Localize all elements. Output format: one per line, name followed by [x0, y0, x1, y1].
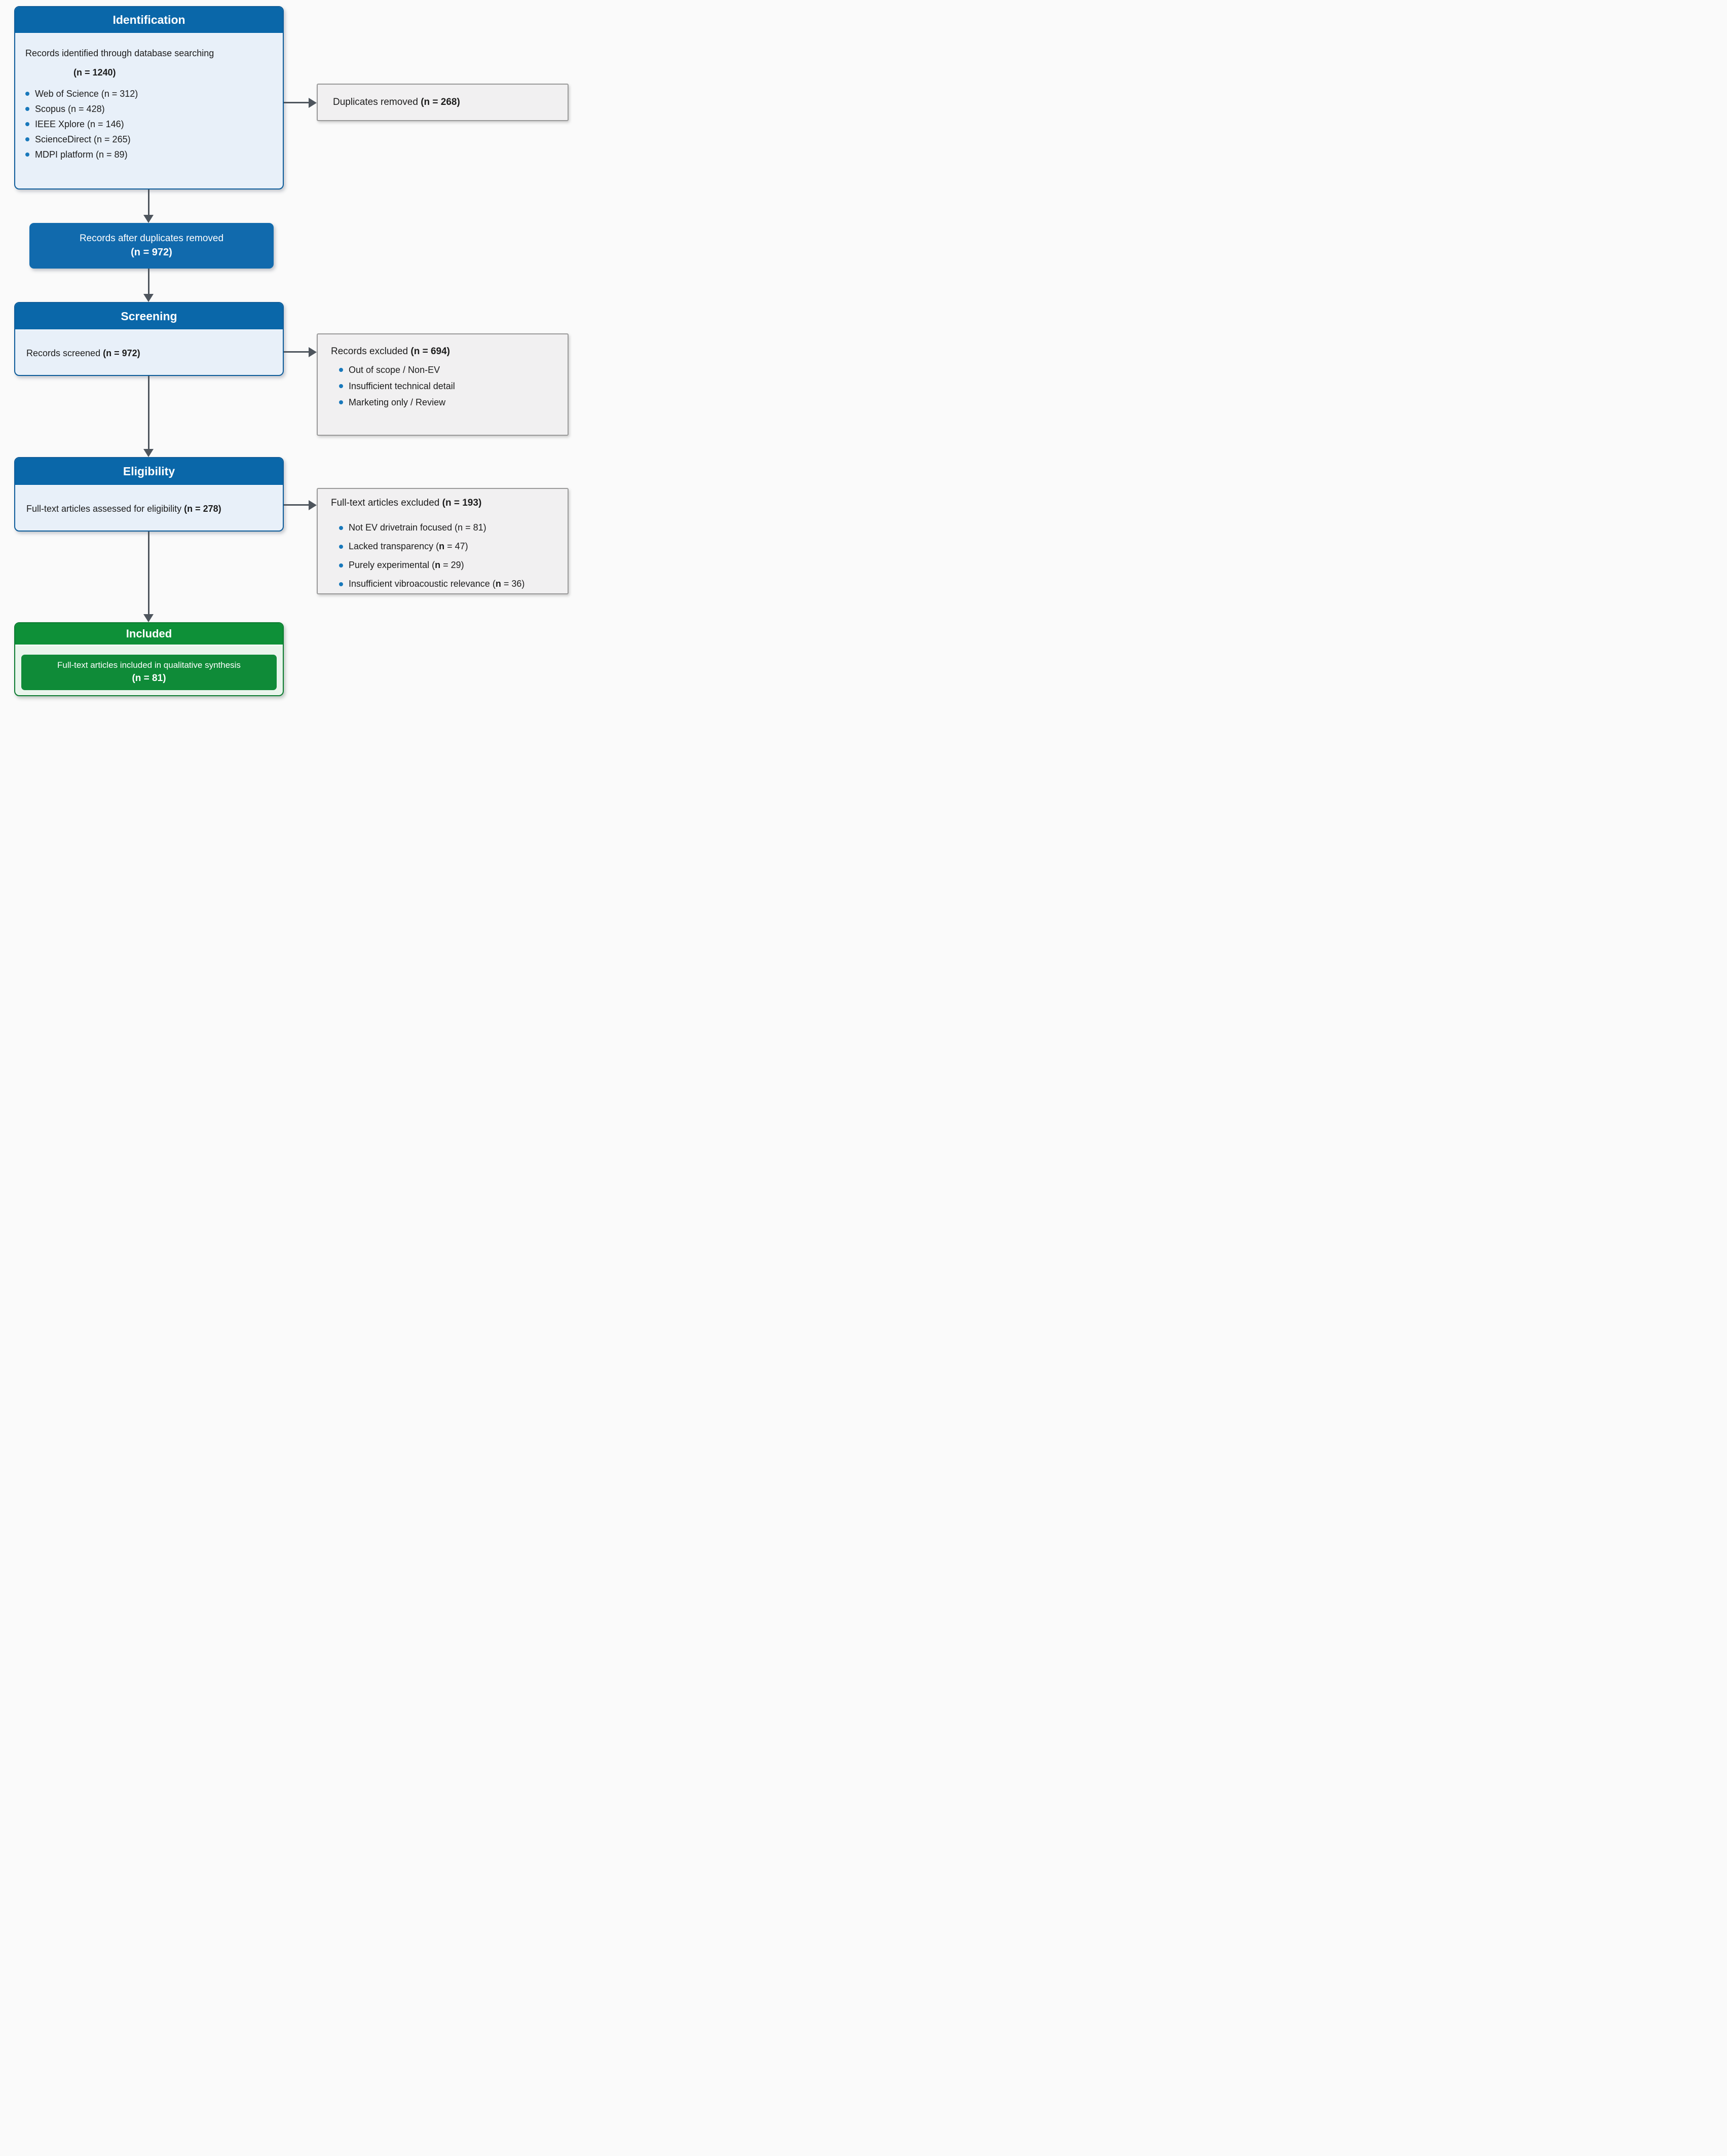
database-item-label: MDPI platform (n = 89): [35, 149, 128, 160]
bullet-icon: [25, 153, 29, 157]
list-item: Out of scope / Non-EV: [339, 362, 568, 378]
fulltext-excluded-count: (n = 193): [442, 498, 482, 508]
exclusion-reason-label: Purely experimental (n = 29): [349, 560, 464, 571]
list-item: Insufficient technical detail: [339, 378, 568, 394]
duplicates-removed-box: Duplicates removed (n = 268): [317, 84, 569, 121]
prisma-flow-diagram: Identification Records identified throug…: [0, 0, 576, 718]
after-duplicates-text: Records after duplicates removed: [79, 233, 224, 244]
records-excluded-label: Records excluded (n = 694): [318, 334, 568, 359]
list-item: Marketing only / Review: [339, 394, 568, 410]
after-duplicates-box: Records after duplicates removed (n = 97…: [29, 223, 274, 269]
exclusion-reason-label: Not EV drivetrain focused (n = 81): [349, 522, 486, 533]
arrow-screening-to-eligibility: [148, 376, 149, 449]
list-item: Web of Science (n = 312): [25, 86, 283, 101]
included-text: Full-text articles included in qualitati…: [57, 660, 241, 670]
reason-bold: n: [439, 541, 445, 551]
included-inner-box: Full-text articles included in qualitati…: [21, 655, 277, 690]
database-item-label: Scopus (n = 428): [35, 103, 105, 114]
exclusion-reason-label: Lacked transparency (n = 47): [349, 541, 468, 552]
bullet-icon: [339, 525, 343, 530]
bullet-icon: [339, 384, 343, 388]
bullet-icon: [25, 92, 29, 96]
list-item: Scopus (n = 428): [25, 101, 283, 117]
list-item: Lacked transparency (n = 47): [339, 537, 568, 556]
reason-text: Insufficient vibroacoustic relevance (: [349, 579, 496, 589]
reason-text: Lacked transparency (: [349, 541, 439, 551]
bullet-icon: [339, 368, 343, 372]
arrow-identification-to-afterduplicates: [148, 190, 149, 215]
eligibility-box: Eligibility Full-text articles assessed …: [14, 457, 284, 532]
duplicates-removed-count: (n = 268): [421, 97, 460, 107]
included-box: Included Full-text articles included in …: [14, 622, 284, 696]
bullet-icon: [25, 122, 29, 126]
records-screened-label: Records screened (n = 972): [15, 330, 283, 375]
bullet-icon: [339, 544, 343, 549]
list-item: MDPI platform (n = 89): [25, 147, 283, 162]
fulltext-assessed-label: Full-text articles assessed for eligibil…: [15, 486, 283, 531]
identification-box: Identification Records identified throug…: [14, 6, 284, 190]
arrowhead-right-icon: [309, 500, 317, 510]
database-item-label: ScienceDirect (n = 265): [35, 134, 131, 144]
records-excluded-text: Records excluded: [331, 346, 411, 357]
records-identified-line: Records identified through database sear…: [25, 48, 214, 58]
arrow-identification-to-duplicates: [284, 102, 309, 103]
records-identified-text: Records identified through database sear…: [15, 34, 283, 83]
records-excluded-box: Records excluded (n = 694) Out of scope …: [317, 333, 569, 436]
arrow-screening-to-excluded: [284, 351, 309, 353]
arrow-eligibility-to-included: [148, 532, 149, 614]
records-excluded-count: (n = 694): [410, 346, 450, 357]
arrowhead-down-icon: [143, 215, 154, 223]
included-count: (n = 81): [132, 673, 166, 684]
bullet-icon: [339, 400, 343, 404]
bullet-icon: [25, 137, 29, 141]
included-header: Included: [15, 623, 283, 646]
records-screened-count: (n = 972): [103, 348, 140, 358]
database-item-label: Web of Science (n = 312): [35, 88, 138, 99]
eligibility-header: Eligibility: [15, 458, 283, 486]
duplicates-removed-label: Duplicates removed (n = 268): [333, 97, 460, 108]
reason-bold: n: [435, 560, 441, 570]
arrowhead-down-icon: [143, 449, 154, 457]
screening-header: Screening: [15, 303, 283, 330]
exclusion-reason-list: Out of scope / Non-EV Insufficient techn…: [318, 362, 568, 410]
exclusion-reason-label: Insufficient technical detail: [349, 381, 455, 391]
reason-tail: = 36): [501, 579, 525, 589]
arrow-eligibility-to-fulltextexcluded: [284, 504, 309, 506]
after-duplicates-count: (n = 972): [131, 247, 172, 258]
arrowhead-right-icon: [309, 98, 317, 108]
arrow-afterduplicates-to-screening: [148, 269, 149, 294]
fulltext-excluded-text: Full-text articles excluded: [331, 498, 442, 508]
database-item-label: IEEE Xplore (n = 146): [35, 119, 124, 129]
reason-text: Not EV drivetrain focused (n = 81): [349, 522, 486, 533]
identification-header: Identification: [15, 7, 283, 34]
bullet-icon: [339, 582, 343, 586]
list-item: IEEE Xplore (n = 146): [25, 117, 283, 132]
list-item: Not EV drivetrain focused (n = 81): [339, 518, 568, 537]
fulltext-assessed-count: (n = 278): [184, 503, 221, 514]
bullet-icon: [25, 107, 29, 111]
reason-text: Purely experimental (: [349, 560, 435, 570]
arrowhead-right-icon: [309, 347, 317, 357]
records-identified-count: (n = 1240): [73, 67, 116, 78]
list-item: ScienceDirect (n = 265): [25, 132, 283, 147]
list-item: Insufficient vibroacoustic relevance (n …: [339, 575, 568, 593]
reason-bold: n: [495, 579, 501, 589]
exclusion-reason-label: Marketing only / Review: [349, 397, 446, 407]
reason-tail: = 47): [444, 541, 468, 551]
arrowhead-down-icon: [143, 614, 154, 622]
records-screened-text: Records screened: [26, 348, 103, 358]
database-list: Web of Science (n = 312) Scopus (n = 428…: [15, 86, 283, 162]
fulltext-excluded-box: Full-text articles excluded (n = 193) No…: [317, 488, 569, 594]
exclusion-reason-label: Out of scope / Non-EV: [349, 364, 440, 375]
duplicates-removed-text: Duplicates removed: [333, 97, 421, 107]
screening-box: Screening Records screened (n = 972): [14, 302, 284, 376]
exclusion-reason-label: Insufficient vibroacoustic relevance (n …: [349, 579, 524, 589]
arrowhead-down-icon: [143, 294, 154, 302]
list-item: Purely experimental (n = 29): [339, 556, 568, 575]
fulltext-excluded-label: Full-text articles excluded (n = 193): [318, 489, 568, 510]
reason-tail: = 29): [440, 560, 464, 570]
fulltext-assessed-text: Full-text articles assessed for eligibil…: [26, 503, 184, 514]
bullet-icon: [339, 563, 343, 568]
fulltext-exclusion-reason-list: Not EV drivetrain focused (n = 81) Lacke…: [318, 518, 568, 593]
